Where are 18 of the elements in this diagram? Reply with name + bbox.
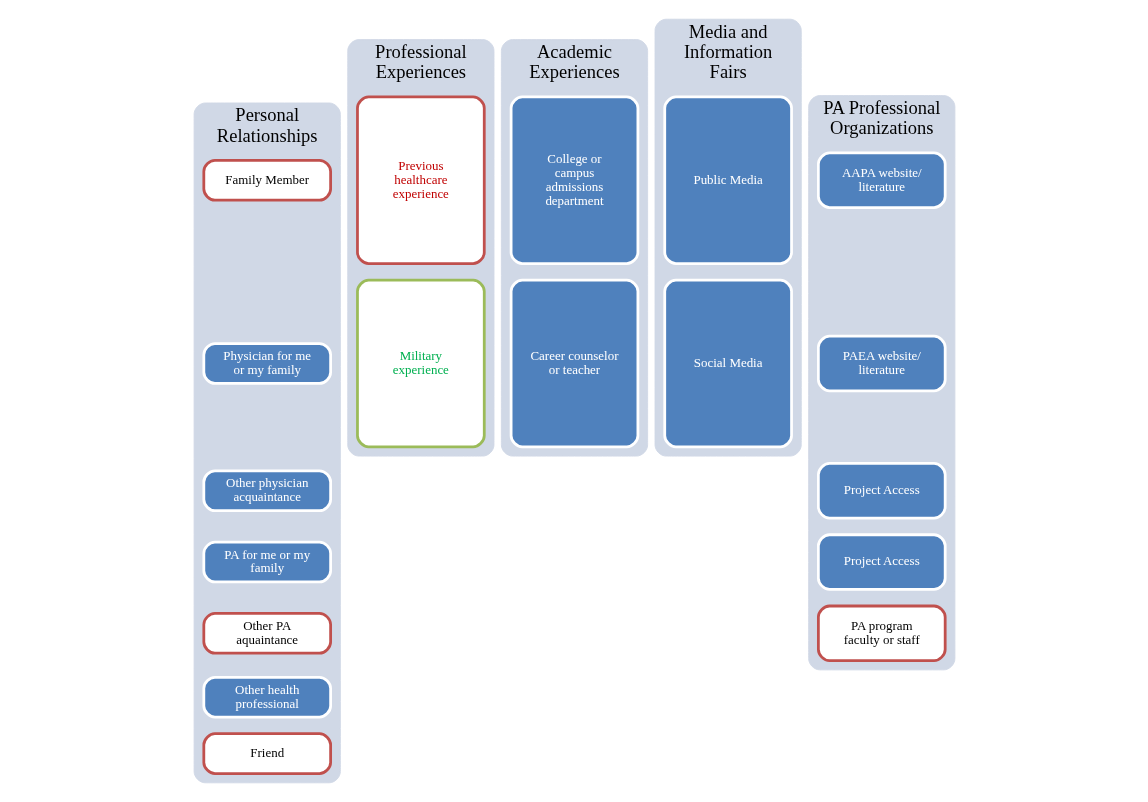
node-box: Other physician acquaintance: [201, 469, 332, 513]
node-box: Friend: [201, 732, 332, 775]
node-box: Physician for me or my family: [201, 342, 332, 385]
node-box: AAPA website/ literature: [816, 151, 947, 209]
node-box: PA for me or my family: [201, 540, 332, 584]
node-box: PA program faculty or staff: [816, 604, 947, 662]
node-box: Other PA aquaintance: [201, 612, 332, 655]
node-box: Family Member: [201, 158, 332, 202]
node-box: PAEA website/ literature: [816, 334, 947, 393]
node-box: Military experience: [355, 278, 486, 449]
node-box: College or campus admissions department: [509, 95, 639, 265]
node-box: Project Access: [816, 462, 947, 520]
node-box: Public Media: [662, 95, 793, 265]
node-box: Previous healthcare experience: [355, 95, 486, 265]
node-box: Social Media: [662, 278, 793, 449]
node-box: Project Access: [816, 533, 947, 591]
node-box: Career counselor or teacher: [509, 278, 639, 449]
node-box: Other health professional: [201, 675, 332, 719]
